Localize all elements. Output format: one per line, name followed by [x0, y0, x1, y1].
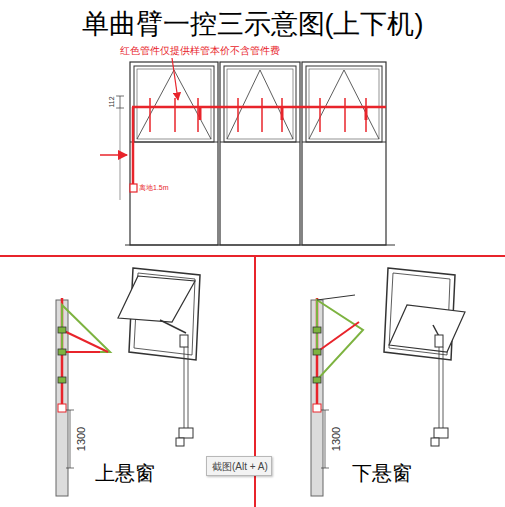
dimension: 1300 — [75, 426, 87, 452]
dimension-tick — [66, 410, 74, 411]
open-sash — [118, 276, 195, 322]
operator-handle — [130, 184, 137, 192]
transom-glass — [137, 69, 211, 139]
height-note: 离地1.5m — [139, 184, 169, 192]
opening-indicator — [309, 70, 379, 139]
bar-bracket — [261, 98, 263, 132]
window-frame — [302, 62, 386, 245]
dimension: 112 — [108, 95, 116, 108]
tooltip-text: 截图(Alt + A) — [212, 460, 266, 474]
open-sash — [389, 305, 465, 352]
clamp — [313, 349, 321, 355]
red-arm — [317, 322, 359, 352]
arm-joint — [199, 107, 202, 120]
bar-bracket — [319, 98, 321, 132]
dimension-line — [120, 108, 121, 200]
transom-sash — [306, 66, 382, 142]
pointer-arrow — [100, 154, 127, 156]
wall-bracket — [434, 428, 448, 438]
linkage-arm — [317, 300, 363, 380]
window-row — [100, 58, 395, 245]
mullion — [302, 142, 386, 143]
transom-glass — [309, 69, 379, 139]
red-arm — [316, 352, 318, 380]
clamp — [58, 377, 66, 383]
opening-indicator — [137, 70, 211, 139]
red-arm — [62, 351, 100, 353]
clamp — [58, 349, 66, 355]
bar-bracket — [174, 98, 176, 132]
window-frame — [220, 62, 300, 245]
dimension-tick — [321, 468, 329, 469]
arm-joint — [281, 107, 284, 120]
panel-divider — [0, 255, 505, 257]
chain — [439, 347, 440, 430]
bottom-hung-panel — [311, 268, 465, 496]
mullion — [130, 142, 218, 143]
bar-bracket — [365, 98, 367, 132]
screenshot-tooltip: 截图(Alt + A) — [206, 456, 272, 476]
transom-sash — [134, 66, 214, 142]
wall-bracket — [179, 428, 193, 438]
chain — [443, 347, 444, 430]
note-leader — [172, 58, 178, 100]
operator-box — [58, 404, 66, 412]
chain — [188, 347, 189, 430]
bar-bracket — [149, 98, 151, 132]
transom-glass — [227, 69, 293, 139]
dimension-line — [70, 410, 71, 468]
diagram-title: 单曲臂一控三示意图(上下机) — [0, 10, 505, 40]
red-arm — [62, 330, 108, 352]
window-type: 上悬窗 — [95, 462, 155, 484]
arm-joint — [365, 107, 368, 120]
actuator — [180, 335, 188, 347]
actuator — [435, 335, 443, 347]
chain — [184, 347, 185, 430]
transom-sash — [224, 66, 296, 142]
bar-bracket — [281, 98, 283, 132]
note: 红色管件仅提供样管本价不含管件费 — [120, 45, 280, 56]
linkage-arm — [62, 305, 110, 352]
sash-arm — [160, 320, 186, 333]
bar-bracket — [344, 98, 346, 132]
clamp — [58, 327, 66, 333]
floor-line — [125, 244, 395, 245]
dimension-tick — [66, 468, 74, 469]
mullion — [220, 142, 300, 143]
dimension-line — [325, 410, 326, 468]
bar-bracket — [237, 98, 239, 132]
operator-box — [313, 404, 321, 412]
swing-arc — [317, 295, 355, 300]
dimension: 1300 — [330, 426, 342, 452]
dimension-tick — [116, 96, 124, 97]
clamp — [313, 327, 321, 333]
window-frame — [130, 62, 218, 245]
dimension-line — [120, 96, 121, 108]
opening-indicator — [227, 70, 293, 139]
vertical-rod — [132, 107, 135, 192]
window-type: 下悬窗 — [352, 462, 412, 484]
wall-bracket — [176, 438, 184, 446]
clamp — [313, 377, 321, 383]
dimension-tick — [321, 410, 329, 411]
drive-bar — [132, 106, 386, 109]
top-hung-panel — [56, 268, 200, 496]
wall-bracket — [431, 438, 439, 446]
